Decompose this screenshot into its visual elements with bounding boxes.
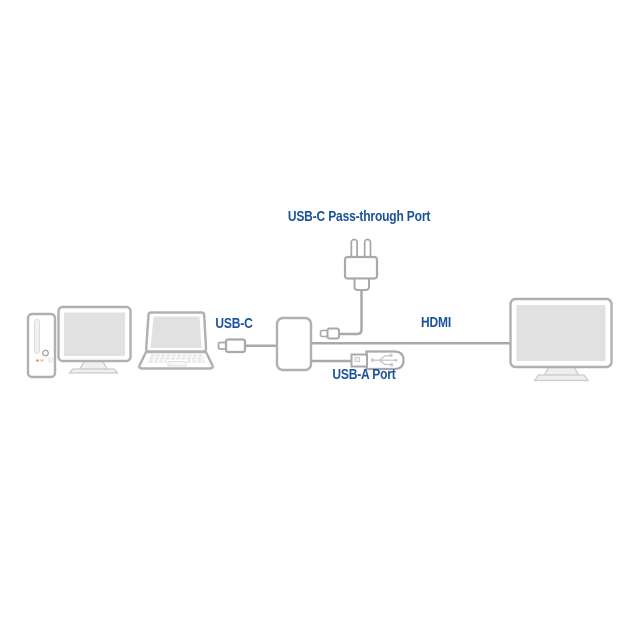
external-monitor-icon: [509, 297, 613, 382]
passthrough-port-label: USB-C Pass-through Port: [287, 208, 431, 225]
laptop-keyboard: [148, 354, 205, 363]
monitor-screen: [516, 305, 606, 361]
trident-square: [390, 363, 393, 367]
status-led: [40, 359, 44, 362]
status-led: [36, 359, 39, 362]
monitor-stand-base: [68, 368, 119, 374]
power-adapter-plug-icon: [343, 238, 379, 291]
passthrough-cable: [339, 290, 363, 336]
tower-drive-slot: [34, 319, 40, 354]
power-button-icon: [42, 349, 49, 357]
laptop-screen: [150, 316, 202, 348]
usb-c-connector-icon: [217, 338, 247, 354]
laptop-icon: [138, 311, 214, 370]
plug-prong: [350, 238, 358, 260]
connector-body: [224, 338, 247, 354]
adapter-body: [343, 255, 379, 280]
trident-dot: [370, 358, 375, 362]
plug-prong: [363, 238, 372, 260]
tower-port: [48, 357, 54, 363]
usb-flash-drive-icon: [350, 350, 405, 371]
tower-body: [26, 312, 57, 379]
desktop-monitor-icon: [57, 305, 132, 374]
usb-c-label: USB-C: [215, 315, 253, 332]
trident-square: [389, 353, 393, 357]
trident-dot: [394, 358, 398, 362]
laptop-touchpad: [167, 361, 187, 367]
monitor-stand-base: [533, 374, 590, 382]
usb-a-plug-hole: [354, 357, 360, 362]
hdmi-label: HDMI: [420, 314, 452, 331]
usb-c-passthrough-connector-icon: [319, 327, 340, 340]
adapter-neck: [353, 277, 370, 291]
connector-body: [326, 327, 340, 340]
usb-a-port-label: USB-A Port: [332, 366, 396, 383]
monitor-screen: [64, 312, 125, 356]
desktop-tower-icon: [26, 312, 57, 379]
usb-trident-icon: [372, 355, 396, 366]
usb-c-hub-icon: [275, 316, 313, 372]
